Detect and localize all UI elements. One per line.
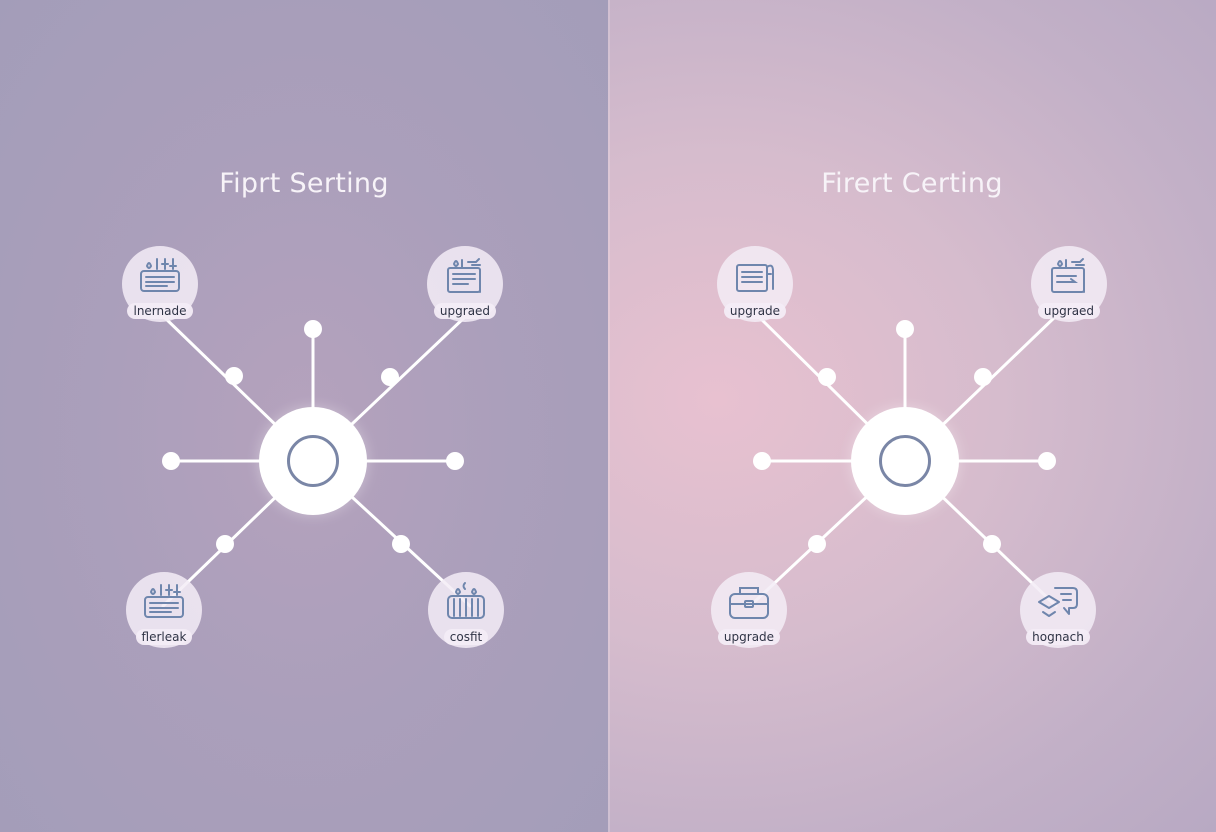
end-dot-right (1038, 452, 1056, 470)
mid-dot-top-left (818, 368, 836, 386)
toolbox-icon (729, 587, 769, 619)
right-panel: Firert Certing (608, 0, 1216, 832)
mid-dot-bottom-right (983, 535, 1001, 553)
end-dot-top (896, 320, 914, 338)
control-panel-icon (144, 584, 184, 618)
right-node-top-right[interactable]: upgraed (1031, 246, 1107, 322)
mid-dot-top-left (225, 367, 243, 385)
document-icon (736, 264, 774, 292)
end-dot-top (304, 320, 322, 338)
tools-document-icon (447, 258, 481, 293)
node-label: upgrade (723, 303, 787, 319)
left-node-top-right[interactable]: upgraed (427, 246, 503, 322)
control-panel-icon (140, 258, 180, 292)
left-central-hub (259, 407, 367, 515)
node-label: upgrade (717, 629, 781, 645)
mid-dot-top-right (974, 368, 992, 386)
end-dot-left (753, 452, 771, 470)
left-node-bottom-right[interactable]: cosfit (428, 572, 504, 648)
node-label: hognach (1026, 629, 1090, 645)
node-label: lnernade (127, 303, 193, 319)
end-dot-right (446, 452, 464, 470)
right-node-bottom-right[interactable]: hognach (1020, 572, 1096, 648)
mid-dot-top-right (381, 368, 399, 386)
left-node-bottom-left[interactable]: flerleak (126, 572, 202, 648)
right-node-top-left[interactable]: upgrade (717, 246, 793, 322)
node-label: upgraed (1037, 303, 1101, 319)
left-panel: Fiprt Serting (0, 0, 608, 832)
mid-dot-bottom-right (392, 535, 410, 553)
tools-document-icon (1051, 258, 1085, 293)
chat-bubble-icon (1038, 587, 1078, 617)
right-panel-title: Firert Certing (821, 168, 1003, 199)
node-label: upgraed (433, 303, 497, 319)
end-dot-left (162, 452, 180, 470)
left-panel-title: Fiprt Serting (219, 168, 389, 199)
right-central-hub (851, 407, 959, 515)
left-node-top-left[interactable]: lnernade (122, 246, 198, 322)
radiator-icon (447, 582, 485, 619)
right-node-bottom-left[interactable]: upgrade (711, 572, 787, 648)
mid-dot-bottom-left (216, 535, 234, 553)
mid-dot-bottom-left (808, 535, 826, 553)
node-label: cosfit (443, 629, 489, 645)
hub-ring-icon (287, 435, 339, 487)
node-label: flerleak (135, 629, 193, 645)
hub-ring-icon (879, 435, 931, 487)
